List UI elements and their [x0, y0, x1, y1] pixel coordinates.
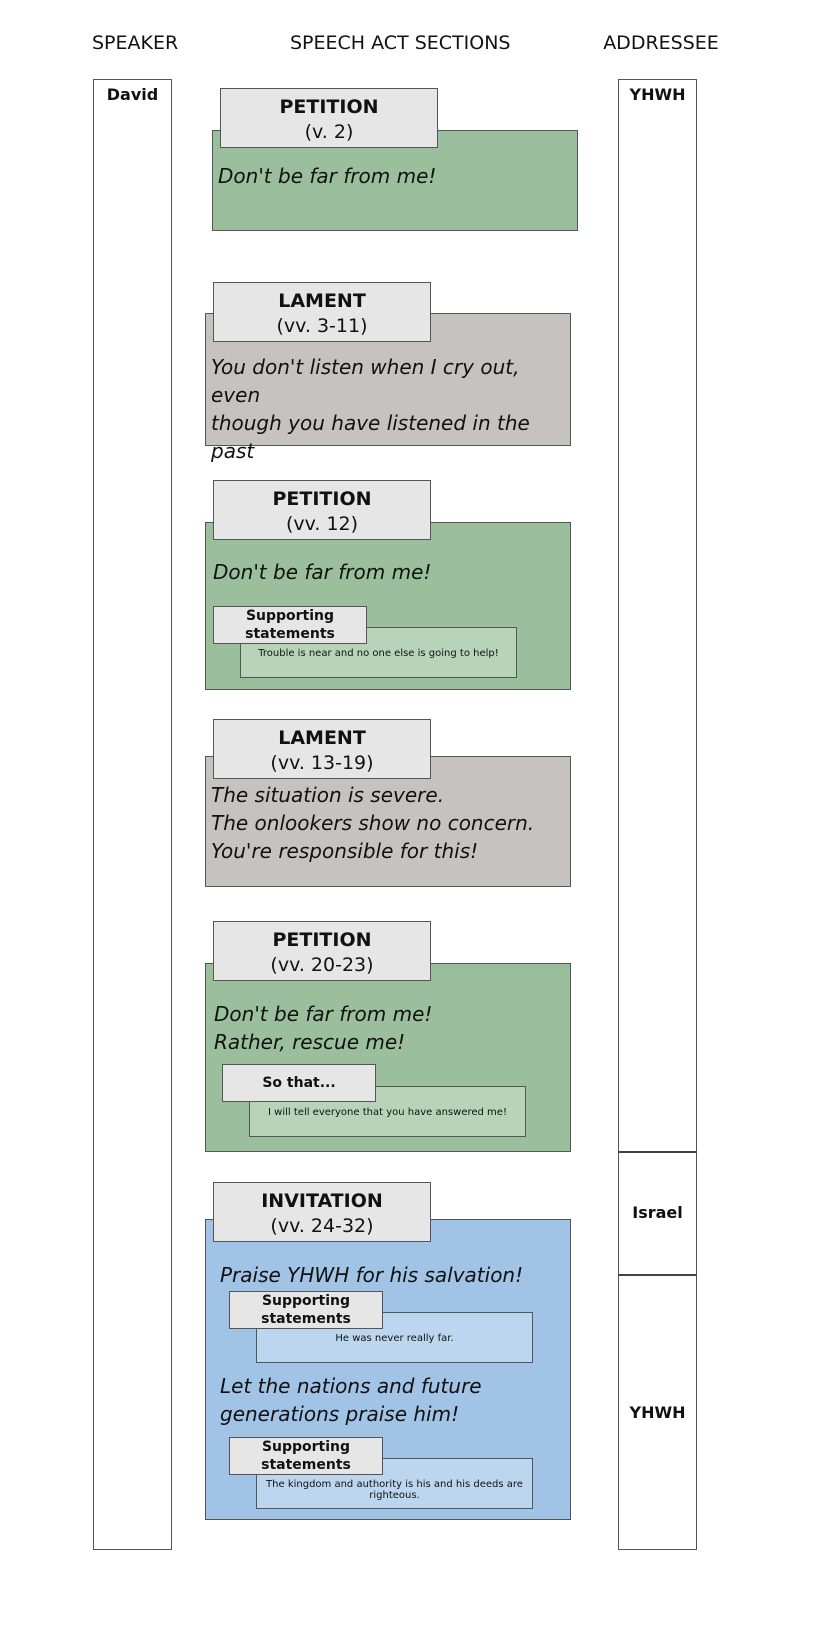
section-title-tab: LAMENT (vv. 13-19) — [213, 719, 431, 779]
section-title-tab: LAMENT (vv. 3-11) — [213, 282, 431, 342]
addressee-column-header: ADDRESSEE — [603, 32, 719, 54]
section-title-tab: INVITATION (vv. 24-32) — [213, 1182, 431, 1242]
section-verses: (v. 2) — [304, 120, 354, 143]
section-verses: (vv. 20-23) — [270, 953, 374, 976]
section-text: Praise YHWH for his salvation! — [220, 1263, 524, 1287]
so-that-label: So that... — [222, 1064, 376, 1102]
section-verses: (vv. 3-11) — [276, 314, 368, 337]
addressee-divider — [618, 1151, 697, 1153]
section-verses: (vv. 13-19) — [270, 751, 374, 774]
section-title-tab: PETITION (vv. 20-23) — [213, 921, 431, 981]
section-text: The situation is severe. The onlookers s… — [211, 783, 535, 863]
supporting-statements-label: Supporting statements — [229, 1437, 383, 1475]
addressee-name-yhwh: YHWH — [629, 85, 686, 104]
addressee-name-yhwh: YHWH — [629, 1403, 686, 1422]
section-title: PETITION — [279, 96, 379, 118]
supporting-statements-label: Supporting statements — [213, 606, 367, 644]
section-text: You don't listen when I cry out, even th… — [211, 355, 530, 463]
section-title: LAMENT — [278, 727, 366, 749]
speaker-name: David — [106, 85, 159, 104]
section-title: PETITION — [272, 929, 372, 951]
addressee-name-israel: Israel — [632, 1203, 683, 1222]
section-text: Let the nations and future generations p… — [220, 1374, 482, 1426]
section-verses: (vv. 24-32) — [270, 1214, 374, 1237]
section-title-tab: PETITION (vv. 12) — [213, 480, 431, 540]
addressee-divider — [618, 1274, 697, 1276]
section-title: INVITATION — [261, 1190, 383, 1212]
section-text: Don't be far from me! — [218, 164, 437, 188]
section-text: Don't be far from me! Rather, rescue me! — [214, 1002, 433, 1054]
sections-column-header: SPEECH ACT SECTIONS — [290, 32, 511, 54]
supporting-statements-label: Supporting statements — [229, 1291, 383, 1329]
section-text: Don't be far from me! — [213, 560, 432, 584]
section-title-tab: PETITION (v. 2) — [220, 88, 438, 148]
speaker-column — [93, 79, 172, 1550]
speaker-column-header: SPEAKER — [92, 32, 179, 54]
addressee-column — [618, 79, 697, 1550]
section-verses: (vv. 12) — [285, 512, 359, 535]
section-title: PETITION — [272, 488, 372, 510]
section-title: LAMENT — [278, 290, 366, 312]
